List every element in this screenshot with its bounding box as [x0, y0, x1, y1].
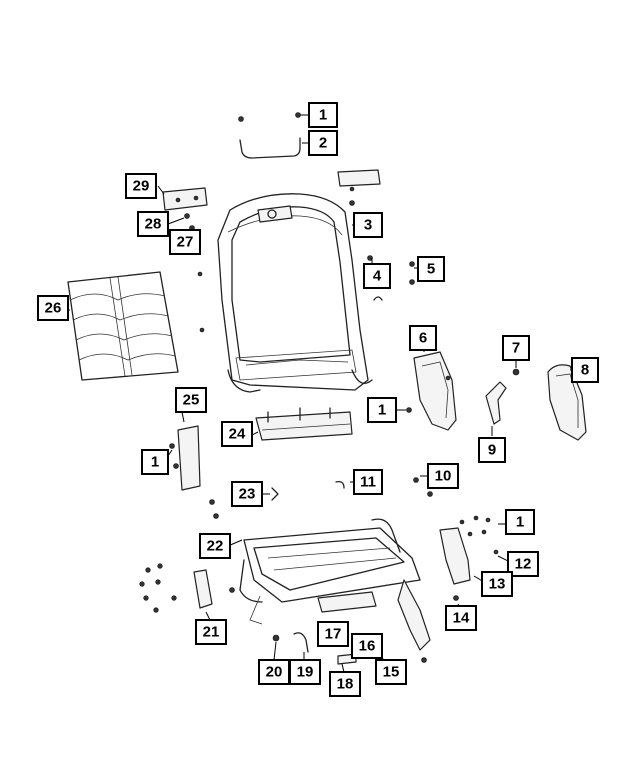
callout-label: 7 [512, 340, 520, 357]
callout-label: 29 [133, 178, 150, 195]
callout-label: 4 [373, 268, 382, 285]
callout-label: 8 [581, 362, 589, 379]
callout-25: 25 [175, 387, 207, 413]
callout-3: 3 [353, 212, 383, 238]
callout-19: 19 [289, 659, 321, 685]
top-trim-panel-right [337, 169, 381, 206]
callout-label: 2 [319, 135, 327, 152]
callout-26: 26 [37, 295, 69, 321]
callout-16: 16 [351, 633, 383, 659]
callout-label: 17 [325, 626, 342, 643]
callout-10: 10 [427, 463, 459, 489]
center-fasteners [271, 477, 433, 501]
callout-24: 24 [221, 421, 253, 447]
side-shield [406, 351, 457, 431]
callout-1-right: 1 [505, 509, 535, 535]
callout-5: 5 [417, 256, 445, 282]
callout-29: 29 [125, 173, 157, 199]
callout-6: 6 [409, 325, 437, 351]
callout-label: 21 [203, 624, 220, 641]
seat-back-frame [217, 193, 373, 393]
frame-fasteners-right [367, 255, 415, 301]
headrest-guide-wire [238, 112, 301, 159]
callout-label: 10 [435, 468, 452, 485]
callout-11: 11 [353, 469, 383, 495]
callout-label: 1 [378, 402, 386, 419]
callout-label: 9 [488, 442, 496, 459]
top-trim-panel-left [162, 187, 208, 231]
callout-21: 21 [195, 619, 227, 645]
seat-cushion-frame [239, 518, 431, 651]
callout-28: 28 [137, 211, 169, 237]
callout-label: 5 [427, 261, 435, 278]
callout-label: 12 [515, 556, 532, 573]
callout-20: 20 [258, 659, 290, 685]
callout-label: 11 [360, 474, 376, 491]
callout-label: 27 [177, 234, 194, 251]
callout-label: 16 [359, 638, 376, 655]
callout-14: 14 [445, 605, 477, 631]
callout-7: 7 [502, 335, 530, 361]
side-bolster-panel [169, 425, 219, 519]
callout-9: 9 [478, 437, 506, 463]
rear-right-bracket [439, 515, 499, 601]
callout-label: 19 [297, 664, 314, 681]
callout-15: 15 [375, 659, 407, 685]
callout-label: 3 [364, 217, 372, 234]
callout-23: 23 [231, 481, 263, 507]
callout-27: 27 [169, 229, 201, 255]
callout-label: 14 [453, 610, 470, 627]
callout-label: 6 [419, 330, 427, 347]
side-trim-cover [547, 364, 587, 441]
callout-13: 13 [481, 571, 513, 597]
callout-label: 25 [183, 392, 200, 409]
callout-2: 2 [308, 130, 338, 156]
callout-label: 13 [489, 576, 506, 593]
callout-label: 20 [266, 664, 283, 681]
callout-18: 18 [329, 671, 361, 697]
callout-label: 28 [145, 216, 162, 233]
callout-22: 22 [199, 533, 231, 559]
callout-1-mid: 1 [367, 397, 397, 423]
callout-1-left: 1 [141, 449, 169, 475]
back-panel-bracket [255, 407, 353, 441]
callout-label: 24 [229, 426, 246, 443]
cushion-side-bracket [139, 563, 235, 613]
suspension-mat [67, 271, 205, 381]
callout-4: 4 [363, 263, 391, 289]
callout-8: 8 [571, 357, 599, 383]
recliner-handle [485, 368, 520, 425]
callout-label: 15 [383, 664, 400, 681]
callout-label: 23 [239, 486, 256, 503]
callout-label: 26 [45, 300, 62, 317]
callout-label: 18 [337, 676, 354, 693]
callout-label: 1 [516, 514, 524, 531]
callout-label: 22 [207, 538, 224, 555]
callout-label: 1 [319, 107, 327, 124]
callout-label: 1 [151, 454, 159, 471]
callout-17: 17 [317, 621, 349, 647]
callout-1-top: 1 [308, 102, 338, 128]
